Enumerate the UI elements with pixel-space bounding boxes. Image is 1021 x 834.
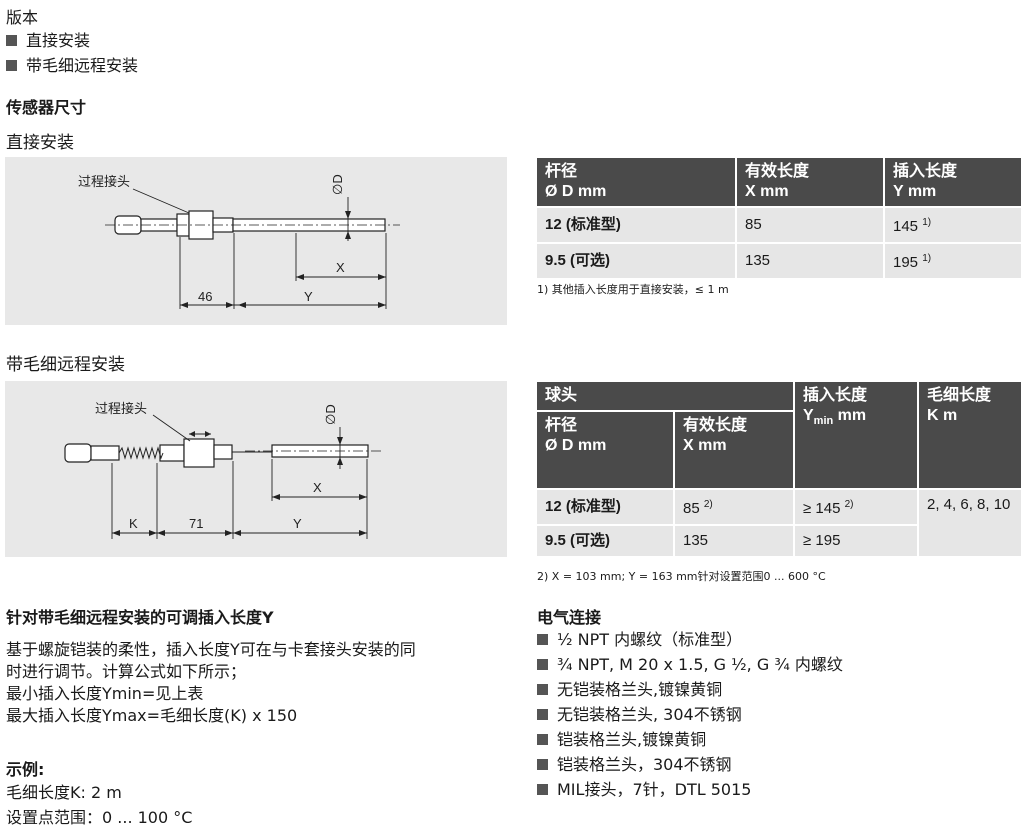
x-dimension-label: X [336, 260, 345, 275]
x-dimension-label: X [313, 480, 322, 495]
table-row: 12 (标准型) 85 145 1) [537, 208, 1021, 242]
list-item: ¾ NPT, M 20 x 1.5, G ½, G ¾ 内螺纹 [535, 652, 843, 677]
remote-install-diagram: 过程接头 ∅D X K 71 Y [5, 381, 507, 557]
process-connection-label: 过程接头 [78, 174, 130, 189]
electrical-list: ½ NPT 内螺纹（标准型） ¾ NPT, M 20 x 1.5, G ½, G… [535, 627, 843, 802]
table-row: 9.5 (可选) 135 195 1) [537, 244, 1021, 278]
table1-footnote: 1) 其他插入长度用于直接安装，≤ 1 m [537, 283, 729, 296]
list-item: ½ NPT 内螺纹（标准型） [535, 627, 843, 652]
table2-footnote: 2) X = 103 mm; Y = 163 mm针对设置范围0 ... 600… [537, 570, 826, 583]
remote-install-title: 带毛细远程安装 [6, 355, 125, 375]
dimension-46-label: 46 [198, 289, 212, 304]
remote-install-drawing: 过程接头 ∅D X K 71 Y [64, 401, 383, 539]
dimension-71-label: 71 [189, 516, 203, 531]
list-item: 无铠装格兰头, 304不锈钢 [535, 702, 843, 727]
direct-install-title: 直接安装 [6, 133, 74, 153]
example-text: 毛细长度K: 2 m 设置点范围：0 ... 100 °C [6, 783, 193, 827]
diameter-label: ∅D [330, 174, 345, 195]
example-heading: 示例: [6, 760, 45, 779]
list-item: 直接安装 [4, 28, 138, 53]
electrical-heading: 电气连接 [537, 608, 602, 627]
versions-heading: 版本 [6, 8, 39, 27]
capillary-values: 2, 4, 6, 8, 10 [919, 490, 1021, 556]
k-dimension-label: K [129, 516, 138, 531]
y-dimension-label: Y [293, 516, 302, 531]
table-row: 9.5 (可选) 135 ≥ 195 [537, 526, 1021, 556]
direct-install-drawing: 过程接头 ∅D X 46 Y [78, 174, 400, 309]
list-item: 铠装格兰头,镀镍黄铜 [535, 727, 843, 752]
list-item: 无铠装格兰头,镀镍黄铜 [535, 677, 843, 702]
list-item: MIL接头，7针，DTL 5015 [535, 777, 843, 802]
diameter-label: ∅D [323, 404, 338, 425]
adjustable-heading: 针对带毛细远程安装的可调插入长度Y [6, 608, 274, 627]
header-insertion: 插入长度 Ymin mm [795, 382, 917, 488]
sensor-heading: 传感器尺寸 [6, 98, 87, 117]
versions-list: 直接安装 带毛细远程安装 [4, 28, 138, 78]
table-row: 12 (标准型) 85 2) ≥ 145 2) 2, 4, 6, 8, 10 [537, 490, 1021, 556]
header-bulb: 球头 [537, 382, 793, 410]
list-item: 铠装格兰头，304不锈钢 [535, 752, 843, 777]
process-connection-label: 过程接头 [95, 401, 147, 416]
adjustable-paragraph: 基于螺旋铠装的柔性，插入长度Y可在与卡套接头安装的同 时进行调节。计算公式如下所… [6, 640, 416, 725]
direct-install-diagram: 过程接头 ∅D X 46 Y [5, 157, 507, 325]
y-dimension-label: Y [304, 289, 313, 304]
list-item: 带毛细远程安装 [4, 53, 138, 78]
